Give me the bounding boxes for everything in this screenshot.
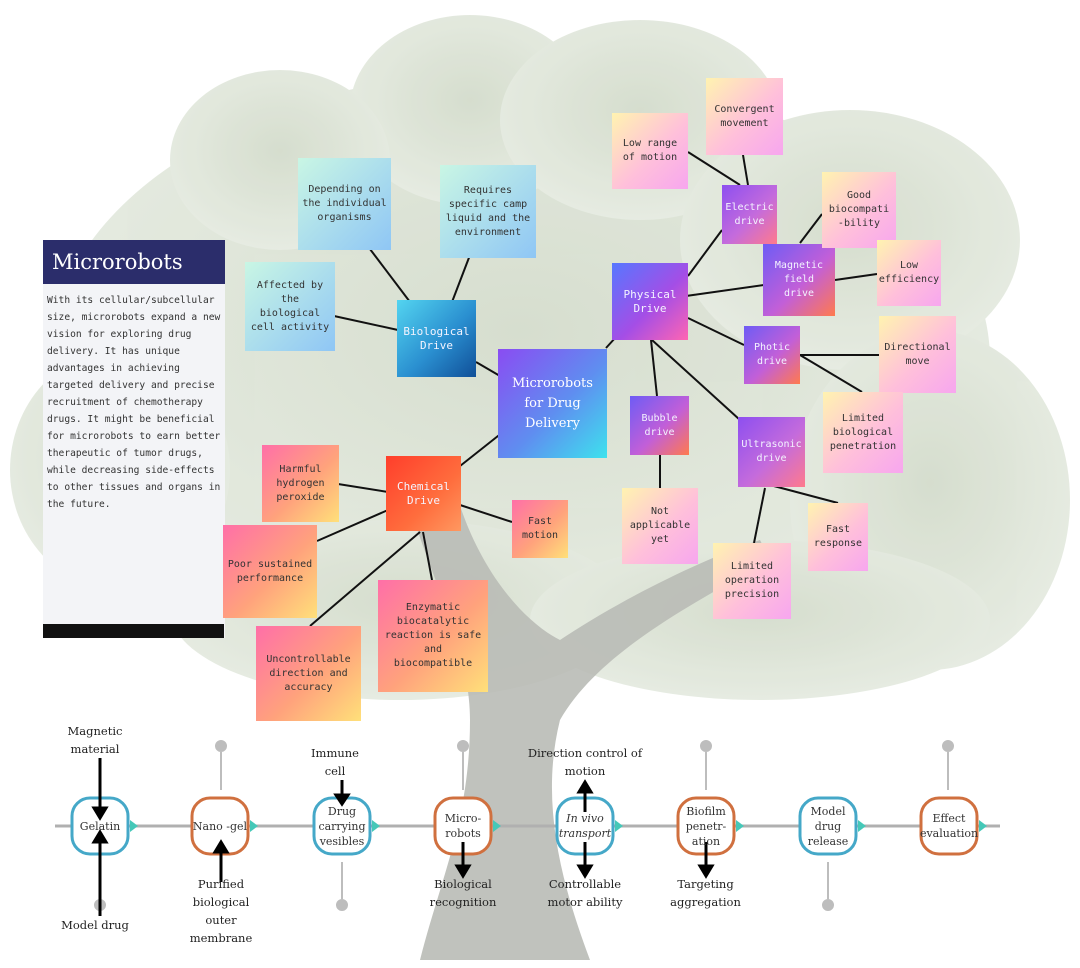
chem-note-sustained: Poor sustained performance [223,525,317,618]
chem-note-peroxide: Harmful hydrogen peroxide [262,445,339,522]
bubble-drive-node: Bubble drive [630,396,689,455]
timeline-node-nanogel: Nano -gel [192,819,248,833]
panel-description: With its cellular/subcellular size, micr… [47,295,221,510]
center-node: Microrobots for Drug Delivery [498,349,607,458]
ultrasonic-drive-node: Ultrasonic drive [738,417,805,487]
microrobots-panel: Microrobots With its cellular/subcellula… [43,240,225,638]
timeline-arrowheads [130,820,987,832]
label-purified-membrane: Purified biological outer membrane [189,877,253,945]
magnetic-drive-node: Magnetic field drive [763,244,835,316]
timeline-node-vesicles: Drug carrying vesibles [318,804,366,848]
physical-drive-node: Physical Drive [612,263,688,340]
tree-trunk [400,470,770,960]
note-convergent: Convergent movement [706,78,783,155]
timeline-node-evaluation: Effect evaluation [919,812,979,840]
panel-footer-bar [43,624,224,638]
note-good-biocompatibility: Good biocompati -bility [822,172,896,248]
electric-drive-node: Electric drive [722,185,777,244]
biological-drive-node: Biological Drive [397,300,476,377]
label-direction-control: Direction control of motion [527,746,643,778]
bio-note-cell-activity: Affected by the biological cell activity [245,262,335,351]
bio-note-camp-liquid: Requires specific camp liquid and the en… [440,165,536,258]
timeline-markers [94,740,954,911]
note-fast-response: Fast response [808,503,868,571]
timeline-node-release: Model drug release [807,804,849,848]
note-not-applicable: Not applicable yet [622,488,698,564]
note-directional-move: Directional move [879,316,956,393]
label-model-drug: Model drug [61,918,129,932]
connector-lines [309,151,879,627]
note-low-range: Low range of motion [612,113,688,189]
note-limited-operation: Limited operation precision [713,543,791,619]
label-targeting-aggregation: Targeting aggregation [670,877,741,909]
timeline-arrows [91,758,715,916]
label-magnetic-material: Magnetic material [67,724,123,756]
chem-note-enzymatic: Enzymatic biocatalytic reaction is safe … [378,580,488,692]
label-biological-recognition: Biological recognition [429,877,497,909]
timeline-node-microrobots: Micro- robots [444,812,482,840]
note-low-efficiency: Low efficiency [877,240,941,306]
timeline-node-biofilm: Biofilm penetr- ation [685,804,727,848]
chem-note-uncontrollable: Uncontrollable direction and accuracy [256,626,361,721]
label-controllable-motor: Controllable motor ability [547,877,623,909]
label-immune-cell: Immune cell [311,746,359,778]
panel-title: Microrobots [43,240,225,284]
chem-note-fast-motion: Fast motion [512,500,568,558]
photic-drive-node: Photic drive [744,326,800,384]
note-limited-biological: Limited biological penetration [823,392,903,473]
chemical-drive-node: Chemical Drive [386,456,461,531]
timeline-node-in-vivo: In vivo transport [558,812,612,840]
timeline-node-gelatin: Gelatin [79,819,121,833]
bio-note-individual: Depending on the individual organisms [298,158,391,250]
